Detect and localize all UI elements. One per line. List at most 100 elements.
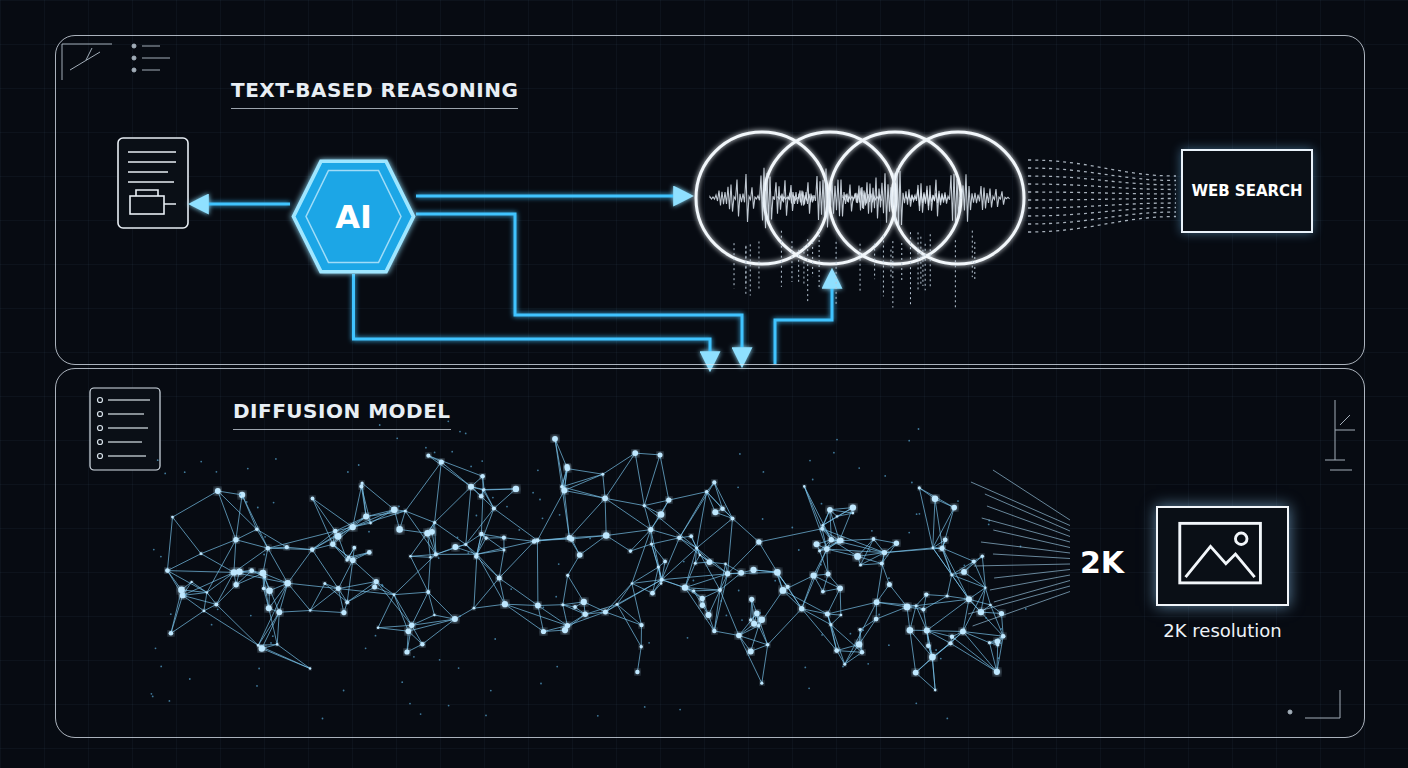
particle	[379, 424, 381, 426]
particle	[726, 615, 728, 617]
network-node	[834, 648, 839, 653]
network-node	[330, 542, 335, 547]
network-node	[426, 454, 430, 458]
signal-tick	[734, 243, 735, 288]
waveform	[906, 174, 1010, 222]
particle	[492, 497, 494, 499]
network-node	[276, 643, 279, 646]
network-node	[393, 593, 396, 596]
network-node	[333, 529, 338, 534]
network-node	[573, 605, 577, 609]
particle	[597, 715, 599, 717]
network-node	[178, 587, 185, 594]
network-node	[825, 612, 830, 617]
network-node	[750, 567, 756, 573]
network-node	[758, 616, 765, 623]
network-node	[483, 488, 486, 491]
particle	[542, 607, 544, 609]
particle	[836, 439, 838, 441]
network-node	[827, 507, 833, 513]
particle	[272, 635, 274, 637]
particle	[589, 538, 591, 540]
particle	[908, 440, 910, 442]
network-node	[874, 599, 880, 605]
network-node	[484, 536, 488, 540]
network-node	[468, 484, 474, 490]
particle	[153, 549, 155, 551]
ai-label: AI	[335, 198, 372, 236]
network-node	[984, 587, 986, 589]
network-node	[854, 553, 861, 560]
particle	[155, 647, 157, 649]
particle	[946, 718, 948, 720]
particle	[256, 685, 258, 687]
network-node	[285, 545, 289, 549]
particle	[457, 537, 459, 539]
network-node	[724, 563, 727, 566]
particle	[398, 505, 400, 507]
panel: TEXT-BASED REASONINGAIWEB SEARCH	[55, 35, 1365, 365]
network-node	[756, 539, 761, 544]
network-node	[359, 484, 363, 488]
signal-tick	[883, 236, 884, 297]
network-node	[341, 610, 346, 615]
particle	[347, 471, 349, 473]
network-node	[503, 549, 506, 552]
network-node	[818, 549, 821, 552]
particle	[164, 473, 166, 475]
network-node	[236, 569, 242, 575]
particle	[518, 529, 520, 531]
network-node	[859, 563, 862, 566]
network-node	[731, 516, 735, 520]
particle	[687, 637, 689, 639]
network-node	[966, 596, 972, 602]
ray	[973, 592, 1070, 627]
mountain-glyph	[1186, 546, 1255, 577]
particle	[476, 515, 478, 517]
network-node	[369, 522, 372, 525]
network-node	[824, 546, 830, 552]
particle	[957, 500, 959, 502]
network-node	[872, 537, 876, 541]
network-node	[352, 546, 356, 550]
network-node	[180, 593, 186, 599]
network-node	[583, 612, 588, 617]
particle	[257, 507, 259, 509]
stream-line	[1028, 208, 1176, 217]
panel-heading: TEXT-BASED REASONING	[231, 78, 518, 109]
network-node	[989, 604, 992, 607]
particle	[791, 527, 793, 529]
signal-tick	[807, 239, 808, 302]
particle	[869, 550, 871, 552]
network-illustration	[151, 420, 1027, 719]
particle	[884, 475, 886, 477]
network-node	[429, 556, 431, 558]
network-node	[843, 663, 846, 666]
network-node	[894, 541, 899, 546]
network-node	[631, 582, 633, 584]
network-node	[751, 621, 757, 627]
network-node	[335, 533, 342, 540]
network-node	[950, 573, 953, 576]
network-node	[720, 507, 725, 512]
particle	[556, 666, 558, 668]
signal-tick	[930, 234, 931, 286]
stream-line	[1028, 203, 1176, 208]
network-node	[705, 490, 709, 494]
network-node	[601, 473, 604, 476]
network-node	[850, 504, 856, 510]
network-node	[239, 492, 245, 498]
network-node	[757, 624, 760, 627]
signal-tick	[874, 244, 875, 280]
network-node	[738, 570, 744, 576]
particle	[679, 709, 681, 711]
particle	[459, 431, 461, 433]
network-node	[829, 537, 834, 542]
network-node	[276, 609, 282, 615]
particle	[160, 666, 162, 668]
network-node	[266, 605, 272, 611]
network-node	[882, 550, 887, 555]
network-node	[200, 552, 203, 555]
network-node	[658, 511, 665, 518]
